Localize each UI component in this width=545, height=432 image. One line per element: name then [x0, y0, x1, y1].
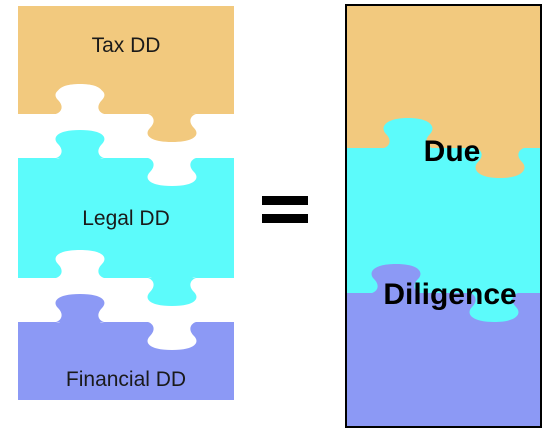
equals-bar-bottom — [262, 214, 308, 223]
white-knob-into-tax — [55, 86, 105, 114]
due-label: Due — [424, 135, 481, 168]
white-knob-into-legal-2 — [55, 250, 105, 278]
combined-block-border — [345, 4, 542, 428]
legal-knob-into-financial-section — [469, 293, 519, 322]
tax-dd-label: Tax DD — [92, 34, 161, 57]
financial-knob-into-legal-section — [371, 264, 421, 293]
tax-knob-into-gap — [147, 114, 197, 142]
legal-dd-label: Legal DD — [82, 207, 170, 230]
white-knob-into-financial — [147, 322, 197, 350]
tax-knob-into-legal-section — [475, 148, 525, 178]
financial-knob-into-gap — [55, 294, 105, 322]
diligence-label: Diligence — [383, 278, 516, 311]
gap-tax-legal — [18, 114, 234, 158]
gap-legal-financial — [18, 278, 234, 322]
white-knob-into-legal — [147, 158, 197, 186]
legal-knob-into-tax-section — [383, 118, 433, 148]
legal-knob-into-gap-2 — [147, 278, 197, 306]
left-puzzle-stack: Tax DD Legal DD Financial DD — [18, 6, 234, 400]
equals-sign — [262, 196, 308, 223]
equals-bar-top — [262, 196, 308, 205]
legal-knob-into-gap — [55, 130, 105, 158]
combined-due-diligence-block: Due Diligence — [345, 4, 542, 428]
combined-tax-section — [346, 5, 541, 148]
financial-dd-label: Financial DD — [66, 368, 186, 391]
